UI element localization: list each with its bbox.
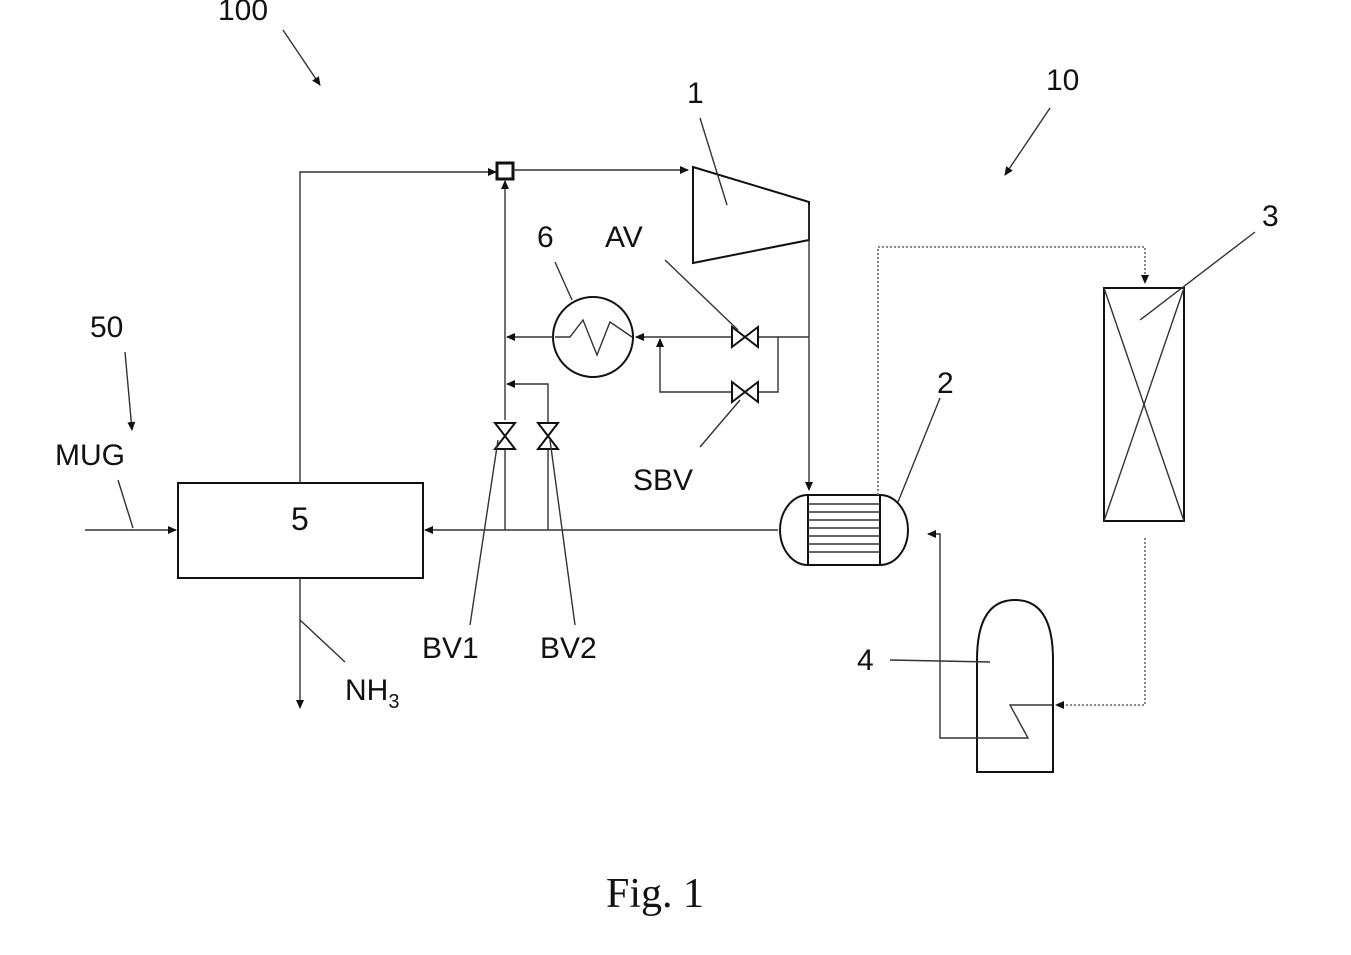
boiler-coil: [928, 534, 1052, 738]
reactor-3: [1104, 288, 1184, 521]
label-sbv: SBV: [633, 464, 693, 497]
nh3-leader: [300, 620, 345, 662]
valve-bv2: [538, 423, 558, 449]
label-boiler-4: 4: [857, 644, 874, 677]
compressor-1: [693, 167, 809, 263]
ref-arrow-10: [1005, 108, 1050, 175]
valve-sbv: [732, 382, 758, 402]
mixer-node: [497, 163, 513, 179]
boiler-leader: [890, 660, 990, 662]
label-100: 100: [218, 0, 268, 27]
recycle-line: [300, 172, 496, 483]
label-bv1: BV1: [422, 632, 479, 665]
boiler-4: [977, 600, 1053, 772]
sbv-line: [660, 337, 778, 392]
sbv-leader: [700, 400, 740, 447]
label-mug: MUG: [55, 439, 125, 472]
reactor-to-boiler: [1056, 538, 1145, 705]
label-compressor-1: 1: [687, 77, 704, 110]
hx-leader: [898, 398, 940, 502]
heat-exchanger-2: [780, 495, 908, 565]
av-leader: [665, 260, 738, 330]
label-bv2: BV2: [540, 632, 597, 665]
bv1-leader: [470, 440, 498, 625]
heater-leader: [555, 262, 572, 300]
valve-bv1: [495, 423, 515, 449]
mug-leader: [118, 480, 133, 528]
label-unit-5: 5: [291, 501, 309, 537]
ref-arrow-100: [283, 30, 320, 85]
label-50: 50: [90, 311, 123, 344]
heater-coil-icon: [555, 320, 632, 355]
label-nh3: NH3: [345, 674, 399, 713]
label-av: AV: [605, 221, 643, 254]
bv2-line: [507, 384, 548, 530]
ref-arrow-50: [125, 352, 132, 430]
compressor-leader: [700, 118, 727, 205]
figure-caption: Fig. 1: [606, 871, 704, 917]
label-10: 10: [1046, 64, 1079, 97]
label-hx-2: 2: [937, 367, 954, 400]
reactor-leader: [1140, 232, 1255, 320]
label-heater-6: 6: [537, 221, 554, 254]
valve-av: [732, 327, 758, 347]
bv2-leader: [550, 440, 575, 625]
label-reactor-3: 3: [1262, 200, 1279, 233]
